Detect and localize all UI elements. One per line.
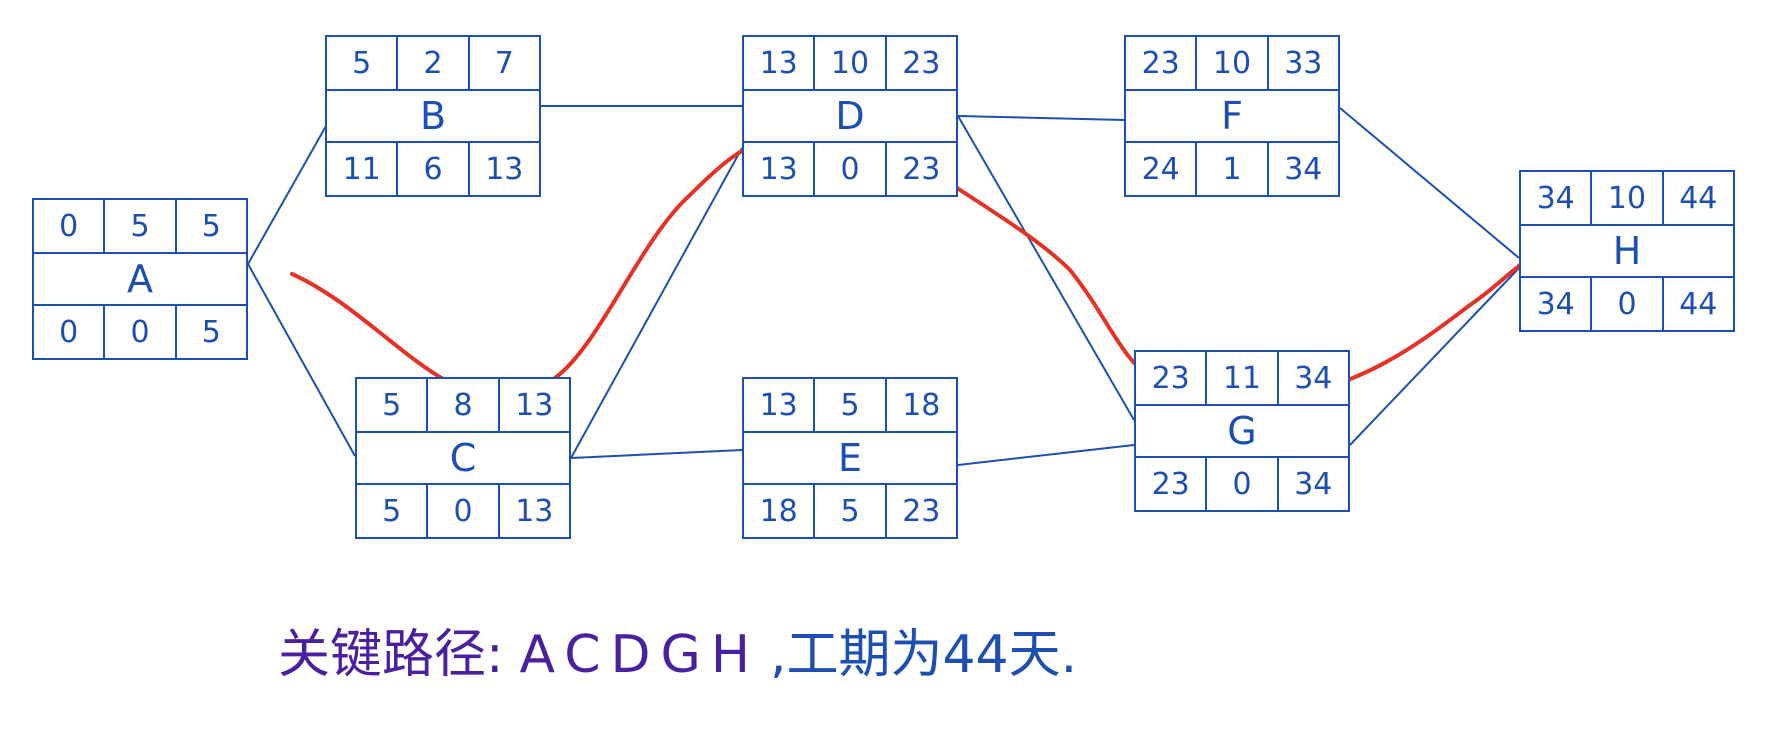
node-b-top-1: 2 [398, 37, 470, 89]
node-b-label: B [419, 94, 447, 138]
node-d-top-1: 10 [815, 37, 887, 89]
node-h-bottom-2: 44 [1679, 286, 1718, 322]
node-g-top-0: 23 [1136, 352, 1208, 404]
node-c-label: C [449, 436, 477, 480]
node-f-bottom-0: 24 [1126, 143, 1198, 195]
node-g-bottom-1: 0 [1207, 458, 1279, 510]
critical-path-label: 关键路径: [278, 625, 504, 685]
node-d-top-0: 13 [744, 37, 816, 89]
node-d-label: D [835, 94, 865, 138]
node-a-label: A [127, 257, 153, 301]
node-d-bottom-2: 23 [902, 151, 941, 187]
node-a-top-2: 5 [201, 208, 221, 244]
node-e-bottom-0: 18 [744, 485, 816, 537]
node-f-top-1: 10 [1197, 37, 1269, 89]
node-b-bottom-0: 11 [327, 143, 399, 195]
node-d-bottom-0: 13 [744, 143, 816, 195]
node-f-bottom-1: 1 [1197, 143, 1269, 195]
node-e-bottom-2: 23 [902, 493, 941, 529]
node-b-bottom-1: 6 [398, 143, 470, 195]
node-g-top-1: 11 [1207, 352, 1279, 404]
node-h-bottom-1: 0 [1592, 278, 1664, 330]
node-a-top-0: 0 [34, 200, 106, 252]
node-h-label: H [1612, 229, 1642, 273]
node-b-top-2: 7 [494, 45, 514, 81]
node-a-bottom-0: 0 [34, 306, 106, 358]
node-g-top-2: 34 [1294, 360, 1333, 396]
node-c-top-0: 5 [357, 379, 429, 431]
node-f-label: F [1221, 94, 1243, 138]
node-h-top-1: 10 [1592, 172, 1664, 224]
project-duration: ,工期为44天. [769, 625, 1078, 685]
node-b-bottom-2: 13 [485, 151, 524, 187]
edge-a-b [247, 125, 327, 265]
node-d-bottom-1: 0 [815, 143, 887, 195]
node-a-top-1: 5 [105, 200, 177, 252]
node-c-bottom-2: 13 [515, 493, 554, 529]
edge-e-g [957, 444, 1135, 466]
node-e-top-2: 18 [902, 387, 941, 423]
node-d-top-2: 23 [902, 45, 941, 81]
node-g-bottom-2: 34 [1294, 466, 1333, 502]
edge-g-h [1349, 267, 1520, 446]
node-e-label: E [837, 436, 862, 480]
node-a-bottom-1: 0 [105, 306, 177, 358]
node-h-top-2: 44 [1679, 180, 1718, 216]
node-h-bottom-0: 34 [1521, 278, 1593, 330]
edge-a-c [247, 263, 356, 457]
node-c-bottom-1: 0 [428, 485, 500, 537]
edge-c-e [570, 449, 743, 459]
node-e-bottom-1: 5 [815, 485, 887, 537]
node-c-bottom-0: 5 [357, 485, 429, 537]
node-g-bottom-0: 23 [1136, 458, 1208, 510]
node-c-top-1: 8 [428, 379, 500, 431]
node-h-top-0: 34 [1521, 172, 1593, 224]
edge-d-g [957, 115, 1135, 421]
node-f-top-2: 33 [1284, 45, 1323, 81]
edge-d-f [957, 115, 1125, 121]
node-f-top-0: 23 [1126, 37, 1198, 89]
node-g-label: G [1227, 409, 1257, 453]
node-f-bottom-2: 34 [1284, 151, 1323, 187]
critical-path-sequence: ACDGH [519, 625, 760, 685]
critical-path-note: 关键路径:ACDGH,工期为44天. [278, 612, 1077, 687]
node-c-top-2: 13 [515, 387, 554, 423]
node-e-top-1: 5 [815, 379, 887, 431]
edge-c-d [570, 147, 743, 459]
node-b-top-0: 5 [327, 37, 399, 89]
edge-f-h [1339, 107, 1520, 259]
node-a-bottom-2: 5 [201, 314, 221, 350]
node-e-top-0: 13 [744, 379, 816, 431]
